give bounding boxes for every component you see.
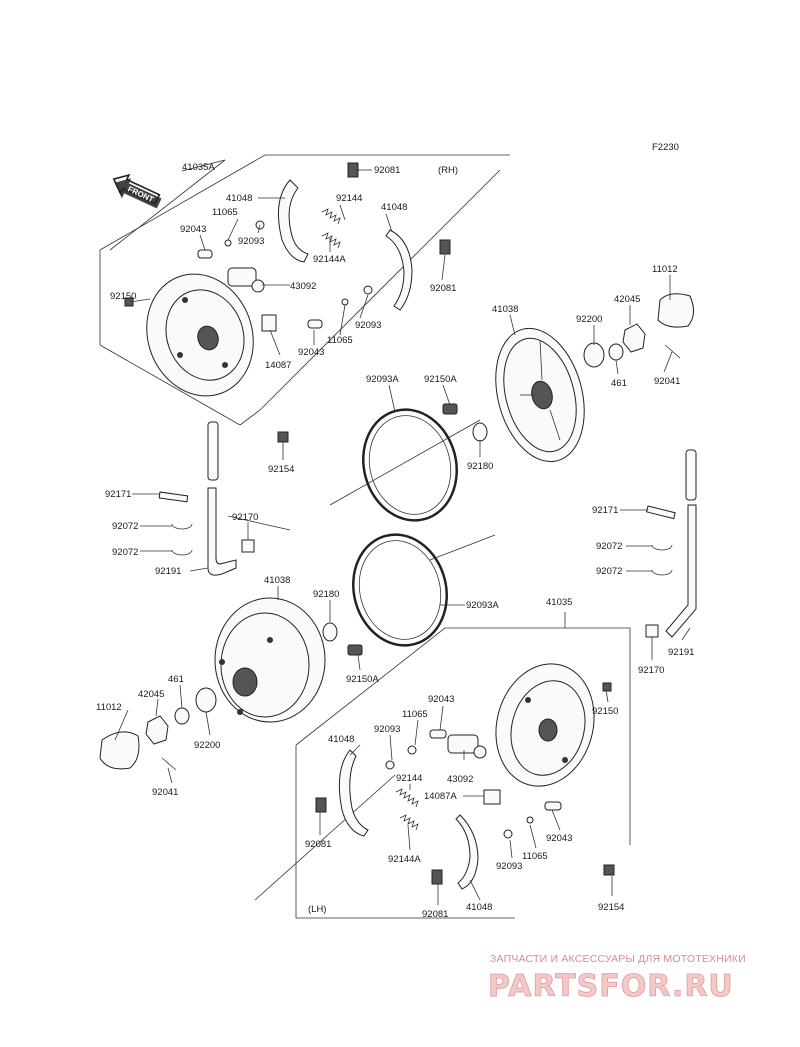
watermark-tagline: ЗАПЧАСТИ И АКСЕССУАРЫ ДЛЯ МОТОТЕХНИКИ <box>490 953 746 965</box>
part-label[interactable]: 11065 <box>327 335 353 346</box>
part-label[interactable]: 92081 <box>430 283 456 294</box>
part-label[interactable]: 92144A <box>388 854 421 865</box>
part-label[interactable]: 92191 <box>155 566 181 577</box>
part-label[interactable]: 92081 <box>305 839 331 850</box>
seal-ring-lower <box>352 533 496 647</box>
part-label[interactable]: 92191 <box>668 647 694 658</box>
part-label[interactable]: 92041 <box>152 787 178 798</box>
part-label[interactable]: 41048 <box>381 202 407 213</box>
part-label[interactable]: 92093 <box>355 320 381 331</box>
part-label[interactable]: 92150 <box>110 291 136 302</box>
part-label[interactable]: 92144 <box>396 773 422 784</box>
part-label[interactable]: 92144A <box>313 254 346 265</box>
part-label[interactable]: 92043 <box>428 694 454 705</box>
part-label[interactable]: 92072 <box>112 547 138 558</box>
part-label[interactable]: 92170 <box>232 512 258 523</box>
rh-side-label: (RH) <box>438 165 458 176</box>
part-label[interactable]: 41048 <box>466 902 492 913</box>
watermark-brand: PARTSFOR.RU <box>488 969 734 1004</box>
brake-shoe-lh-2 <box>431 814 479 890</box>
spring-rh <box>321 208 341 249</box>
part-label[interactable]: 92072 <box>112 521 138 532</box>
brake-drum-lh <box>214 597 363 723</box>
part-label[interactable]: 42045 <box>138 689 164 700</box>
brake-shoe-rh-1 <box>277 162 359 263</box>
brake-drum-rh <box>495 327 585 463</box>
watermark: ЗАПЧАСТИ И АКСЕССУАРЫ ДЛЯ МОТОТЕХНИКИ PA… <box>488 953 746 1004</box>
part-label[interactable]: 92180 <box>467 461 493 472</box>
part-label[interactable]: 92170 <box>638 665 664 676</box>
part-label[interactable]: 14087 <box>265 360 291 371</box>
part-label[interactable]: 11065 <box>522 851 548 862</box>
part-label[interactable]: 92200 <box>576 314 602 325</box>
part-label[interactable]: 92093 <box>374 724 400 735</box>
cables <box>158 421 697 638</box>
part-label[interactable]: 41038 <box>264 575 290 586</box>
part-label[interactable]: 92150 <box>592 706 618 717</box>
part-labels: 41035A 92081 (RH) 41048 92144 41048 1106… <box>96 162 694 920</box>
part-label[interactable]: 461 <box>611 378 627 389</box>
part-label[interactable]: 92093A <box>466 600 499 611</box>
part-label[interactable]: 92072 <box>596 541 622 552</box>
part-label[interactable]: 41048 <box>328 734 354 745</box>
rh-assembly-frame <box>99 154 510 426</box>
part-label[interactable]: 92041 <box>654 376 680 387</box>
part-label[interactable]: 461 <box>168 674 184 685</box>
part-label[interactable]: 92150A <box>424 374 457 385</box>
part-label[interactable]: 92180 <box>313 589 339 600</box>
front-arrow-icon: FRONT <box>112 173 162 209</box>
seal-ring-upper <box>329 408 481 522</box>
part-label[interactable]: 92200 <box>194 740 220 751</box>
part-label[interactable]: 92043 <box>180 224 206 235</box>
part-label[interactable]: 11065 <box>212 207 238 218</box>
backing-plate-lh <box>495 663 612 787</box>
lh-side-label: (LH) <box>308 904 326 915</box>
brake-shoe-rh-2 <box>385 229 451 311</box>
part-label[interactable]: 11065 <box>402 709 428 720</box>
lh-assembly-frame <box>254 612 631 919</box>
part-label[interactable]: 92093 <box>496 861 522 872</box>
cam-lever-lh <box>385 729 615 876</box>
part-label[interactable]: 92081 <box>374 165 400 176</box>
hub-parts-lh <box>99 687 217 771</box>
part-label[interactable]: 43092 <box>290 281 316 292</box>
part-label[interactable]: 92171 <box>592 505 618 516</box>
part-label[interactable]: 14087A <box>424 791 457 802</box>
spring-lh <box>395 788 419 831</box>
part-label[interactable]: 11012 <box>96 702 122 713</box>
part-label[interactable]: 92072 <box>596 566 622 577</box>
part-label[interactable]: 92093A <box>366 374 399 385</box>
part-label[interactable]: 92154 <box>268 464 294 475</box>
backing-plate-rh <box>146 273 254 397</box>
part-label[interactable]: 41038 <box>492 304 518 315</box>
part-label[interactable]: 92150A <box>346 674 379 685</box>
figure-code: F2230 <box>652 142 679 153</box>
part-label[interactable]: 11012 <box>652 264 678 275</box>
part-label[interactable]: 43092 <box>447 774 473 785</box>
part-label[interactable]: 41035 <box>546 597 572 608</box>
part-label[interactable]: 92043 <box>298 347 324 358</box>
part-label[interactable]: 42045 <box>614 294 640 305</box>
part-label[interactable]: 41048 <box>226 193 252 204</box>
part-label[interactable]: 92043 <box>546 833 572 844</box>
part-label[interactable]: 92081 <box>422 909 448 920</box>
part-label[interactable]: 92171 <box>105 489 131 500</box>
part-label[interactable]: 92154 <box>598 902 624 913</box>
leader-lines <box>114 159 691 905</box>
part-label[interactable]: 92093 <box>238 236 264 247</box>
part-label[interactable]: 41035A <box>182 162 215 173</box>
brake-shoe-lh-1 <box>315 749 369 837</box>
part-label[interactable]: 92144 <box>336 193 362 204</box>
